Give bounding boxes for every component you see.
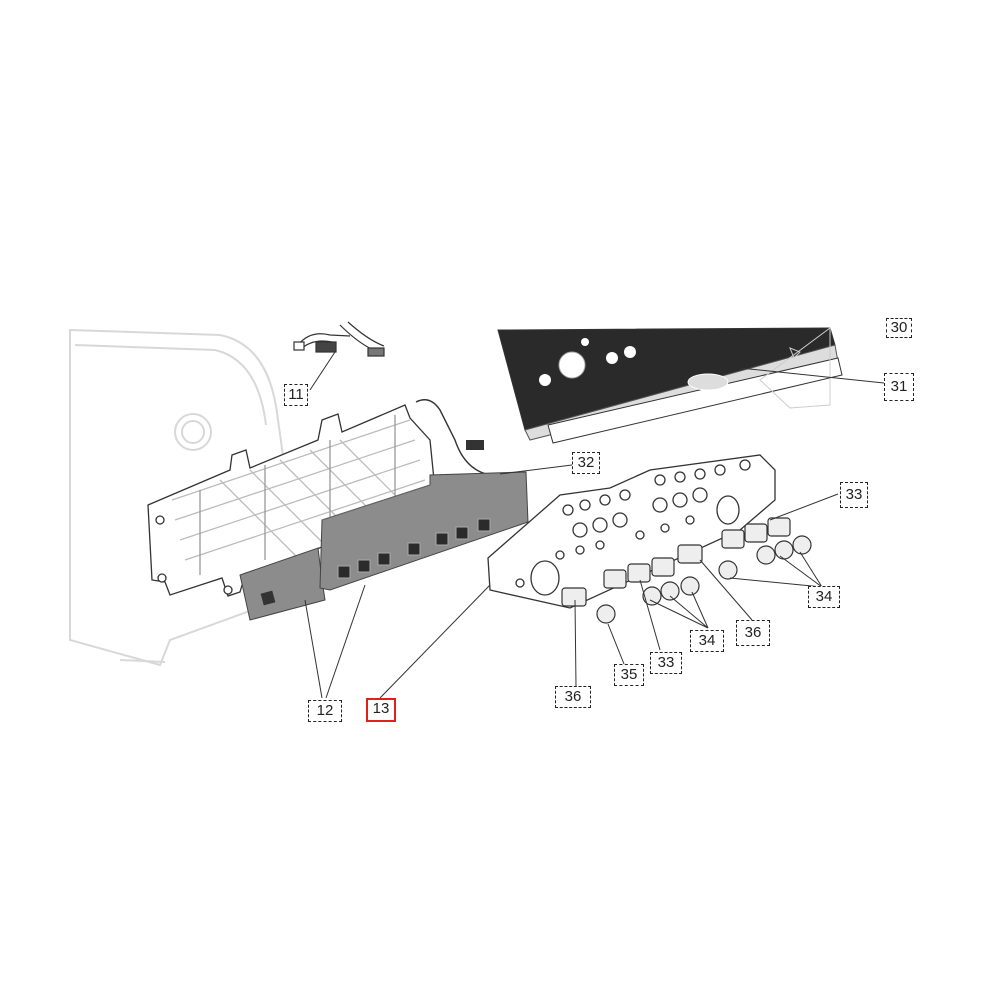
callout-34-right[interactable]: 34 (808, 586, 840, 608)
button-caps (561, 517, 812, 624)
wire-harness (293, 321, 385, 357)
flex-cable-connector (466, 440, 484, 450)
callout-35[interactable]: 35 (614, 664, 644, 686)
pcb-13 (319, 471, 529, 591)
leader-lines (304, 351, 885, 699)
callout-33-upper[interactable]: 33 (840, 482, 868, 508)
callout-36-right[interactable]: 36 (736, 620, 770, 646)
callout-36-left[interactable]: 36 (555, 686, 591, 708)
callout-33-lower[interactable]: 33 (650, 652, 682, 674)
flex-cable (415, 399, 491, 476)
control-fascia (497, 327, 843, 444)
pcb-12 (239, 547, 326, 621)
callout-30[interactable]: 30 (886, 318, 912, 338)
callout-13-highlighted[interactable]: 13 (366, 698, 396, 722)
callout-31[interactable]: 31 (884, 373, 914, 401)
callout-32[interactable]: 32 (572, 452, 600, 474)
machine-housing (69, 328, 287, 667)
callout-11[interactable]: 11 (284, 384, 308, 406)
keypad-panel (487, 454, 776, 609)
mounting-bracket (147, 404, 437, 597)
callout-12[interactable]: 12 (308, 700, 342, 722)
callout-34-middle[interactable]: 34 (690, 630, 724, 652)
